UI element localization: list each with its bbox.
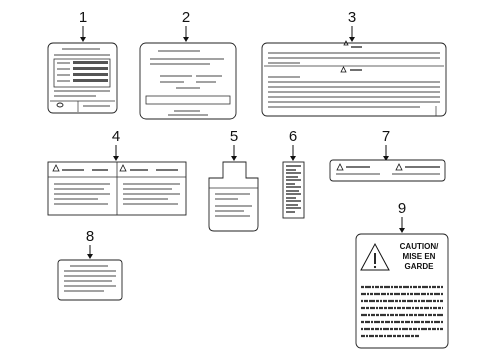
label-7: 7	[329, 128, 446, 182]
label-9-text-block	[361, 285, 443, 338]
barcode-icon	[286, 165, 301, 213]
warning-icon	[119, 164, 127, 172]
leader-arrow-9	[399, 228, 405, 233]
label-8-body	[57, 259, 123, 301]
leader-arrow-5	[231, 156, 237, 161]
callout-number-2: 2	[182, 9, 190, 26]
leader-arrow-8	[87, 254, 93, 259]
callout-number-1: 1	[79, 9, 87, 26]
label-2-body	[139, 42, 237, 120]
warning-icon	[360, 242, 390, 271]
callout-number-7: 7	[382, 128, 390, 145]
label-2: 2	[139, 9, 237, 120]
callout-number-6: 6	[289, 128, 297, 145]
label-4: 4	[47, 128, 187, 216]
warning-icon	[343, 40, 349, 46]
caution-line-1: CAUTION/	[400, 242, 439, 251]
leader-arrow-1	[80, 37, 86, 42]
callout-number-4: 4	[112, 128, 120, 145]
label-7-body	[329, 159, 446, 182]
callout-number-5: 5	[230, 128, 238, 145]
label-9-body	[355, 233, 449, 349]
label-5-body	[208, 161, 259, 232]
callout-number-3: 3	[348, 9, 356, 26]
label-9: 9 CAUTION/ MISE EN GARDE	[355, 200, 449, 349]
label-6-body	[282, 161, 305, 219]
logo-icon	[56, 102, 64, 108]
leader-arrow-6	[290, 156, 296, 161]
warning-icon	[395, 163, 403, 171]
label-6: 6	[282, 128, 305, 219]
leader-arrow-7	[383, 156, 389, 161]
leader-arrow-3	[349, 37, 355, 42]
label-8: 8	[57, 228, 123, 301]
warning-icon	[336, 163, 344, 171]
caution-line-2: MISE EN	[403, 252, 436, 261]
leader-arrow-2	[183, 37, 189, 42]
warning-icon	[340, 66, 347, 73]
caution-line-3: GARDE	[405, 262, 435, 271]
callout-number-8: 8	[86, 228, 94, 245]
label-2-barcode-box	[145, 95, 231, 105]
label-5: 5	[208, 128, 259, 232]
label-3: 3	[261, 9, 447, 117]
label-3-body	[261, 42, 447, 117]
label-1: 1	[47, 9, 118, 114]
warning-icon	[52, 164, 60, 172]
label-1-table	[53, 58, 111, 88]
callout-number-9: 9	[398, 200, 406, 217]
leader-arrow-4	[113, 156, 119, 161]
label-1-body	[47, 42, 118, 114]
